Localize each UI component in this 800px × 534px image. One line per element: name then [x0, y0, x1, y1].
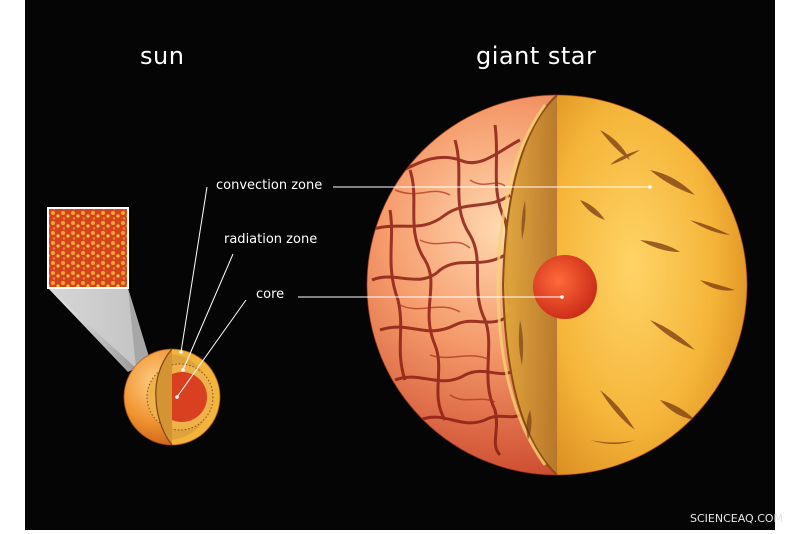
giant-star-interior [557, 95, 747, 475]
convection-leader-sun [180, 186, 208, 353]
watermark: SCIENCEAQ.COM [690, 512, 784, 525]
radiation-leader [182, 253, 234, 371]
giant-star [366, 94, 748, 476]
sun-group [47, 207, 221, 446]
convection-zone-label: convection zone [216, 178, 323, 193]
giant-star-shell-edge [503, 95, 557, 475]
radiation-zone-label: radiation zone [224, 232, 318, 247]
giant-star-core [533, 255, 597, 319]
leader-lines [176, 186, 650, 398]
core-label: core [256, 287, 285, 302]
giant-star-title: giant star [476, 42, 597, 70]
core-leader-sun [176, 299, 247, 398]
granulation-inset [47, 207, 129, 289]
sun-title: sun [140, 42, 185, 70]
interior-streaks [580, 130, 735, 444]
